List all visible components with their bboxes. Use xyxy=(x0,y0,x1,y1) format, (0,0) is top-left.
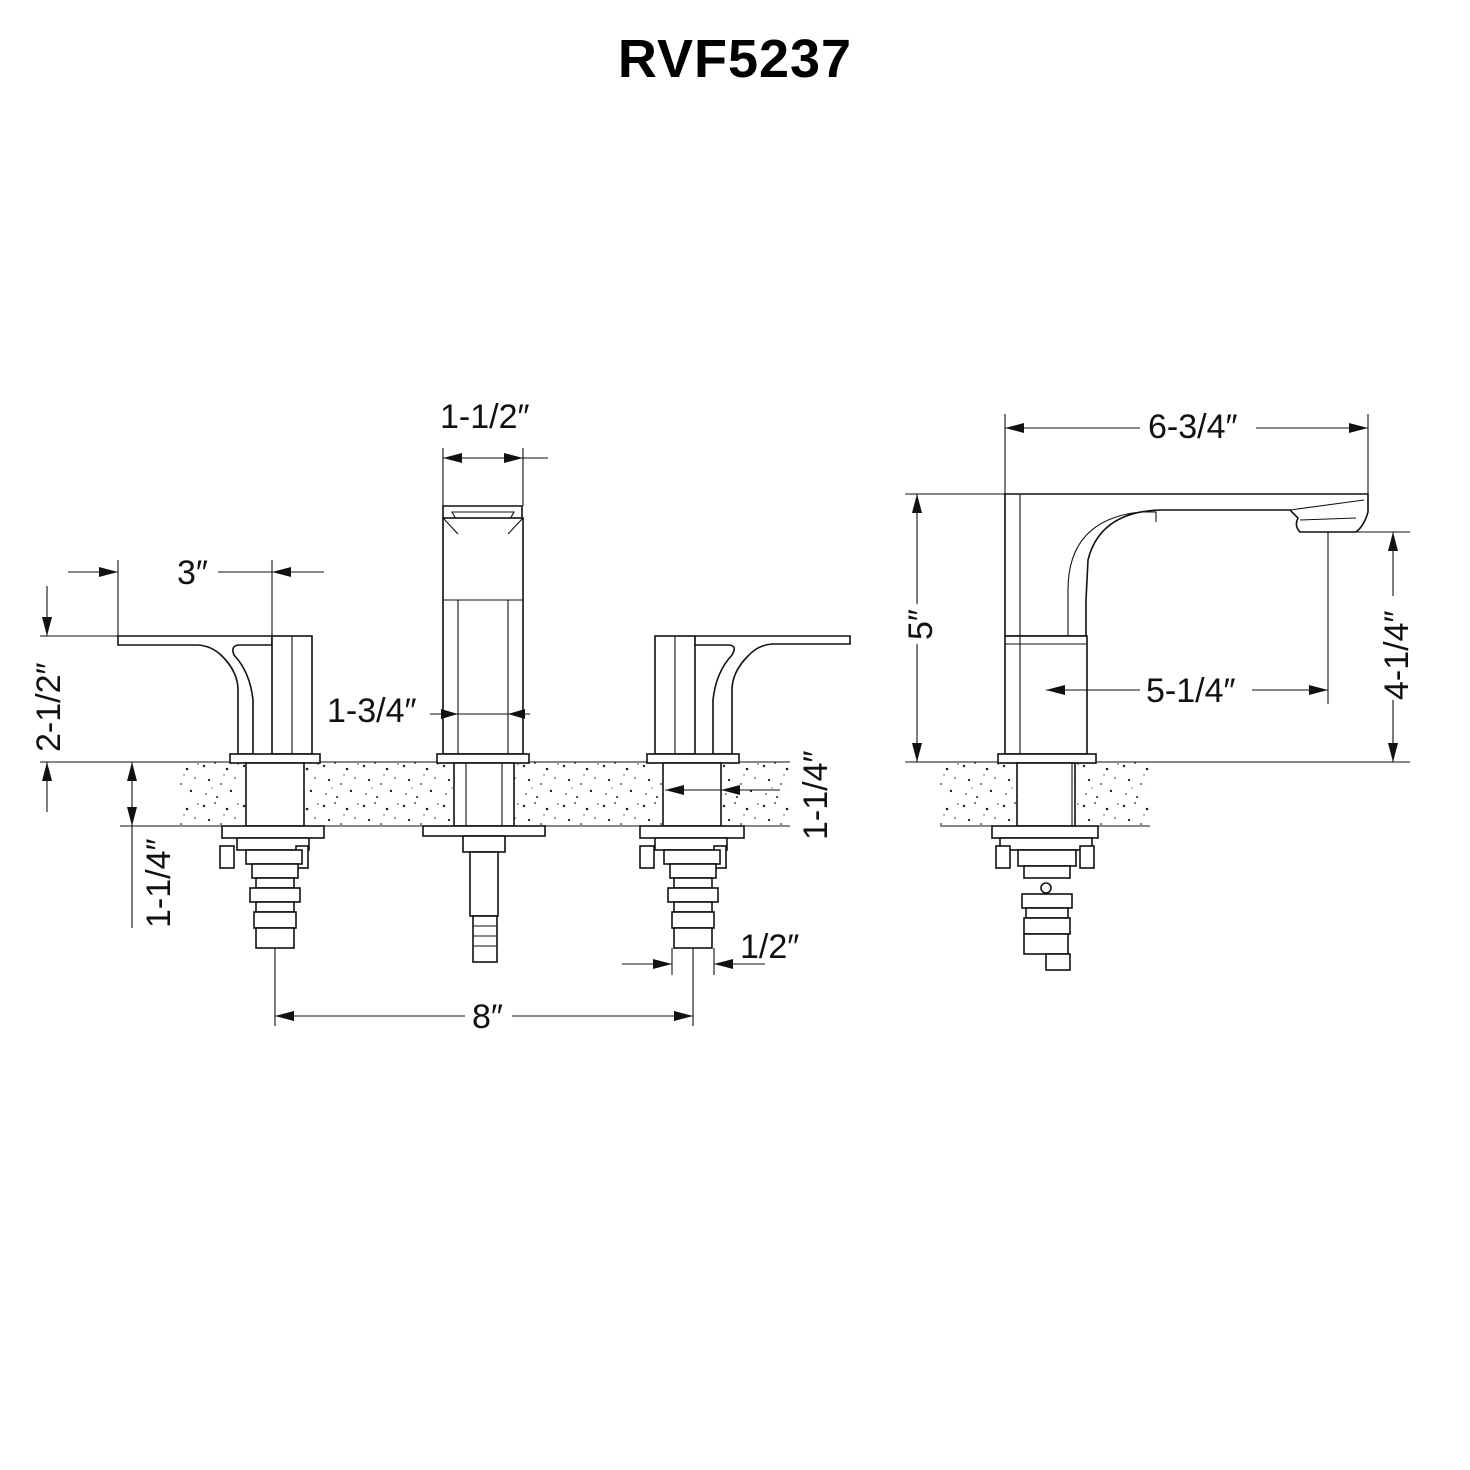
dim-deck-thickness: 1-1/4″ xyxy=(665,750,835,840)
side-view: 6-3/4″ 5″ 5-1/4″ 4-1/4″ xyxy=(900,408,1416,971)
dim-spout-reach-total: 6-3/4″ xyxy=(1004,408,1369,494)
dim-spout-width: 1-1/2″ xyxy=(440,398,548,506)
dim-shank-length: 1-1/4″ xyxy=(127,762,178,928)
dim-supply: 1/2″ xyxy=(622,928,799,975)
side-spout xyxy=(991,493,1369,971)
dim-shank-length-label: 1-1/4″ xyxy=(140,838,178,928)
dim-spout-width-label: 1-1/2″ xyxy=(440,398,530,436)
dim-outlet-height: 4-1/4″ xyxy=(1300,531,1416,762)
dim-spread-label: 8″ xyxy=(472,998,503,1036)
left-handle xyxy=(117,635,325,949)
dim-handle-length: 3″ xyxy=(68,554,324,636)
dim-spread: 8″ xyxy=(274,948,694,1036)
dim-spout-reach-total-label: 6-3/4″ xyxy=(1148,408,1238,446)
dim-deck-thickness-label: 1-1/4″ xyxy=(797,750,835,840)
dim-spout-height-label: 5″ xyxy=(902,609,940,640)
dim-handle-height-label: 2-1/2″ xyxy=(30,662,68,752)
dim-spout-base: 1-3/4″ xyxy=(327,692,530,730)
dim-supply-label: 1/2″ xyxy=(740,928,799,966)
dim-spout-height: 5″ xyxy=(900,493,1005,762)
dim-spout-base-label: 1-3/4″ xyxy=(327,692,417,730)
model-title: RVF5237 xyxy=(617,29,853,89)
dim-handle-length-label: 3″ xyxy=(177,554,208,592)
front-view: 1-1/2″ 3″ 2-1/2″ 1-3/4″ xyxy=(30,398,851,1036)
dim-spout-reach: 5-1/4″ xyxy=(1046,532,1329,710)
dim-outlet-height-label: 4-1/4″ xyxy=(1378,610,1416,700)
dim-spout-reach-label: 5-1/4″ xyxy=(1146,672,1236,710)
dim-handle-height: 2-1/2″ xyxy=(30,586,118,812)
center-spout xyxy=(422,505,546,963)
right-handle xyxy=(639,635,851,949)
